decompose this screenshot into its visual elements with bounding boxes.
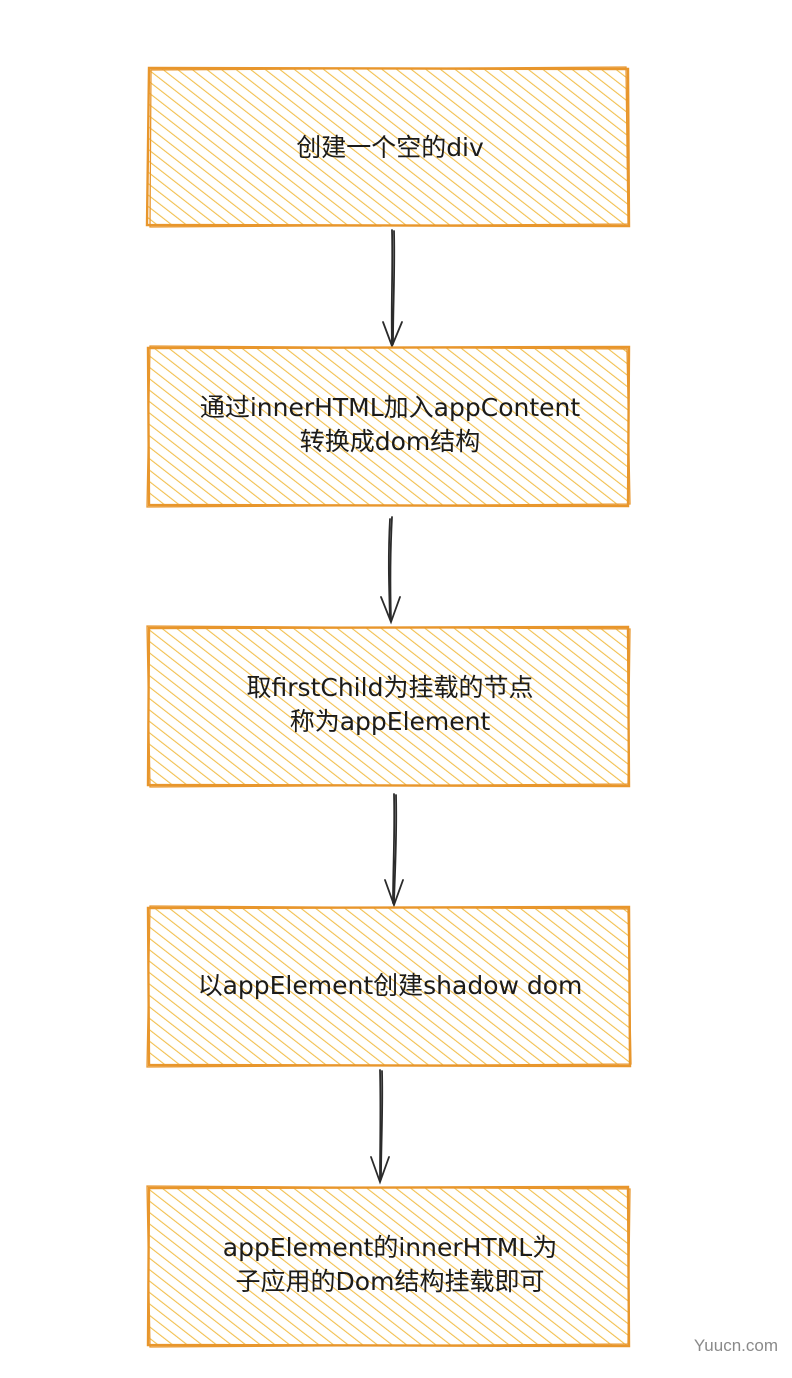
step-box-3: 取firstChild为挂载的节点 称为appElement (146, 625, 631, 788)
step-box-4: 以appElement创建shadow dom (146, 905, 632, 1068)
step-box-2: 通过innerHTML加入appContent 转换成dom结构 (146, 345, 631, 508)
arrow-4-to-5 (370, 1069, 390, 1185)
step-2-line-1: 通过innerHTML加入appContent (200, 393, 581, 422)
step-3-line-2: 称为appElement (290, 707, 491, 736)
arrow-3-to-4 (384, 793, 404, 908)
step-1-line-1: 创建一个空的div (296, 133, 484, 162)
arrow-1-to-2 (382, 229, 403, 349)
step-4-line-1: 以appElement创建shadow dom (198, 971, 583, 1000)
step-2-line-2: 转换成dom结构 (300, 427, 481, 456)
step-5-line-2: 子应用的Dom结构挂载即可 (236, 1267, 545, 1296)
step-box-1: 创建一个空的div (145, 66, 631, 228)
watermark: Yuucn.com (693, 1336, 778, 1355)
step-3-line-1: 取firstChild为挂载的节点 (247, 673, 534, 702)
step-box-5: appElement的innerHTML为 子应用的Dom结构挂载即可 (146, 1185, 631, 1348)
arrow-2-to-3 (380, 516, 401, 625)
step-5-line-1: appElement的innerHTML为 (223, 1233, 557, 1262)
